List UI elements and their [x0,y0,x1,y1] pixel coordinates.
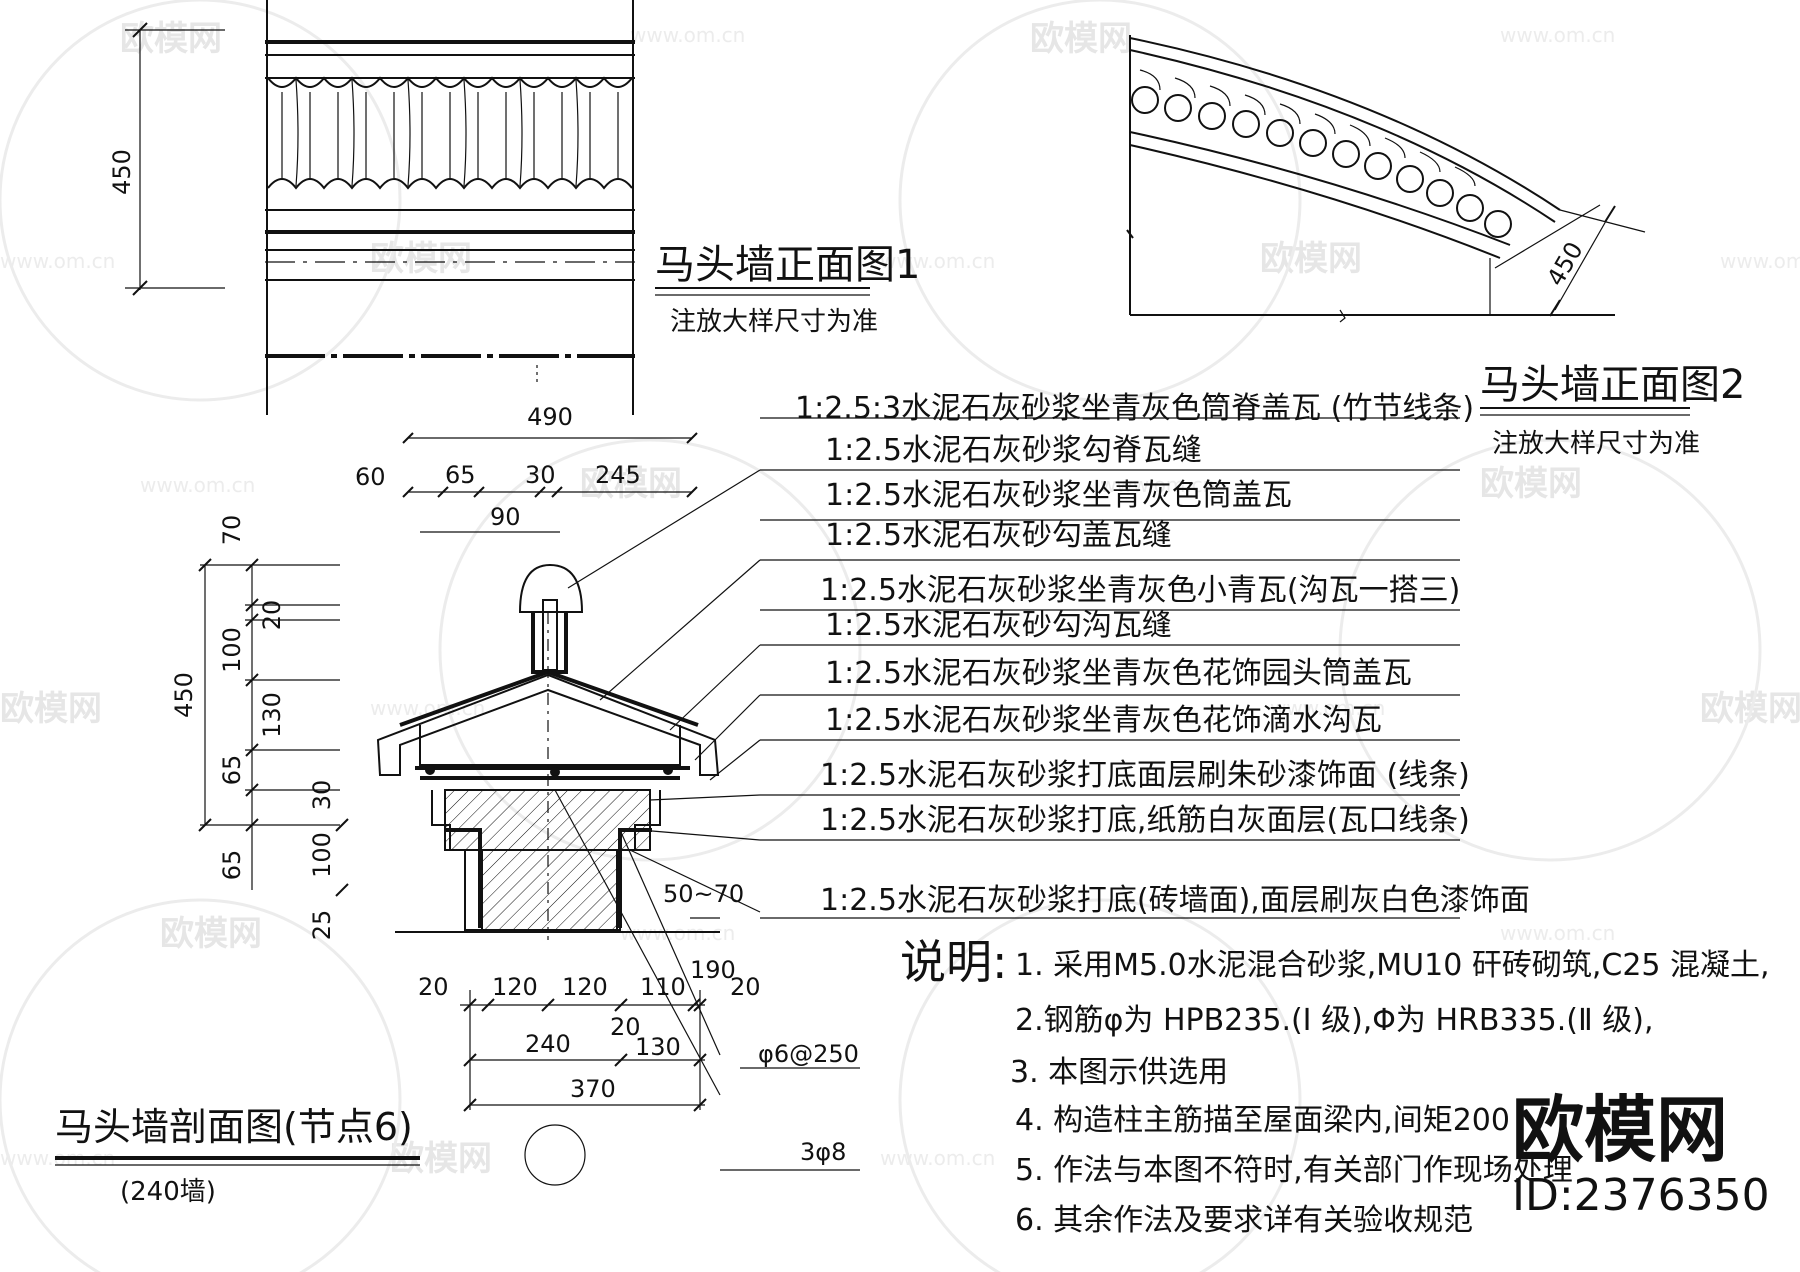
dim-label: 90 [490,503,521,531]
watermark-site: www.om.cn [0,249,115,273]
brand-logo: 欧模网 [1512,1088,1728,1172]
note-item: 3. 本图示供选用 [1010,1055,1228,1090]
dim-label: 130 [635,1033,681,1061]
layer-callout: 1:2.5水泥石灰砂浆坐青灰色花饰滴水沟瓦 [825,703,1382,738]
watermark-site: www.om.cn [140,473,255,497]
dim-label: 20 [610,1013,641,1041]
front1-title: 马头墙正面图1 [655,242,920,288]
watermark-brand: 欧模网 [1030,19,1132,59]
dim-label: 370 [570,1075,616,1103]
note-item: 6. 其余作法及要求详有关验收规范 [1015,1203,1473,1238]
watermark-brand: 欧模网 [160,914,262,954]
dim-label: 60 [355,463,386,491]
watermark-site: www.om.cn [1270,696,1385,720]
front2-subtitle: 注放大样尺寸为准 [1492,429,1700,459]
watermark-site: www.om.cn [1100,473,1215,497]
layer-callout: 1:2.5水泥石灰砂浆坐青灰色筒盖瓦 [825,478,1292,513]
watermark-site: www.om.cn [880,249,995,273]
brand-stamp: 欧模网 ID:2376350 [1512,1088,1770,1221]
layer-callout: 1:2.5水泥石灰砂浆坐青灰色小青瓦(沟瓦一搭三) [820,573,1460,608]
dim-label: 450 [108,149,136,195]
rebar-label: φ6@250 [758,1040,859,1068]
note-item: 2.钢筋φ为 HPB235.(Ⅰ 级),Φ为 HRB335.(Ⅱ 级), [1015,1003,1653,1038]
roof-tile-row [267,76,633,190]
layer-callout: 1:2.5水泥石灰砂勾沟瓦缝 [825,608,1172,643]
dim-label: 20 [730,973,761,1001]
dim-label: 240 [525,1030,571,1058]
dim-label: 50~70 [663,880,744,908]
section-title: 马头墙剖面图(节点6) [55,1105,413,1149]
dim-label: 450 [170,672,198,718]
dim-label: 25 [308,910,336,941]
dim-label: 110 [640,973,686,1001]
dim-label: 65 [218,755,246,786]
layer-callout: 1:2.5水泥石灰砂浆打底面层刷朱砂漆饰面 (线条) [820,758,1470,793]
note-item: 4. 构造柱主筋描至屋面梁内,间矩200 [1015,1103,1510,1138]
general-notes: 说明: 1. 采用M5.0水泥混合砂浆,MU10 矸砖砌筑,C25 混凝土, 2… [900,935,1770,1238]
dim-label: 65 [445,461,476,489]
watermark-site: www.om.cn [1500,23,1615,47]
layer-callout: 1:2.5水泥石灰砂浆勾脊瓦缝 [825,433,1202,468]
dim-label: 20 [258,600,286,631]
dim-label: 130 [258,692,286,738]
dim-label: 30 [308,780,336,811]
dim-label: 120 [562,973,608,1001]
model-id: ID:2376350 [1512,1170,1770,1221]
dim-label: 70 [218,515,246,546]
layer-callouts: 1:2.5:3水泥石灰砂浆坐青灰色筒脊盖瓦 (竹节线条) 1:2.5水泥石灰砂浆… [760,391,1530,919]
front2-title: 马头墙正面图2 [1480,362,1745,408]
watermark-site: www.om.cn [630,23,745,47]
dim-label: 20 [418,973,449,1001]
watermark-site: www.om.cn [1720,249,1800,273]
watermark-brand: 欧模网 [1480,464,1582,504]
watermark-site: www.om.cn [880,1146,995,1170]
watermark-brand: 欧模网 [1260,239,1362,279]
dim-label: 100 [218,627,246,673]
dim-label: 30 [525,461,556,489]
watermark-site: www.om.cn [1500,921,1615,945]
watermark-brand: 欧模网 [0,689,102,729]
layer-callout: 1:2.5:3水泥石灰砂浆坐青灰色筒脊盖瓦 (竹节线条) [795,391,1474,426]
front1-subtitle: 注放大样尺寸为准 [670,307,878,337]
rebar-label: 3φ8 [800,1138,846,1166]
dim-label: 100 [308,832,336,878]
section-view: 490 60 65 30 245 90 70 20 100 130 65 30 … [55,403,860,1207]
watermark-brand: 欧模网 [120,19,222,59]
layer-callout: 1:2.5水泥石灰砂勾盖瓦缝 [825,518,1172,553]
dim-label: 245 [595,461,641,489]
dim-label: 190 [690,956,736,984]
notes-heading: 说明: [900,935,1008,989]
dim-label: 490 [527,403,573,431]
front-view-1: 450 马头墙正面图1 注放大样尺寸为准 [108,0,920,415]
section-subtitle: (240墙) [120,1177,216,1207]
layer-callout: 1:2.5水泥石灰砂浆打底(砖墙面),面层刷灰白色漆饰面 [820,883,1530,918]
front-view-2: 450 马头墙正面图2 注放大样尺寸为准 [1126,35,1745,459]
curved-tile-row [1131,69,1512,238]
layer-callout: 1:2.5水泥石灰砂浆坐青灰色花饰园头筒盖瓦 [825,656,1412,691]
note-item: 1. 采用M5.0水泥混合砂浆,MU10 矸砖砌筑,C25 混凝土, [1015,948,1770,983]
layer-callout: 1:2.5水泥石灰砂浆打底,纸筋白灰面层(瓦口线条) [820,803,1470,838]
dim-label: 120 [492,973,538,1001]
dim-label: 65 [218,850,246,881]
leader-lines [554,469,761,1096]
note-item: 5. 作法与本图不符时,有关部门作现场处理 [1015,1153,1573,1188]
watermark-brand: 欧模网 [580,464,682,504]
